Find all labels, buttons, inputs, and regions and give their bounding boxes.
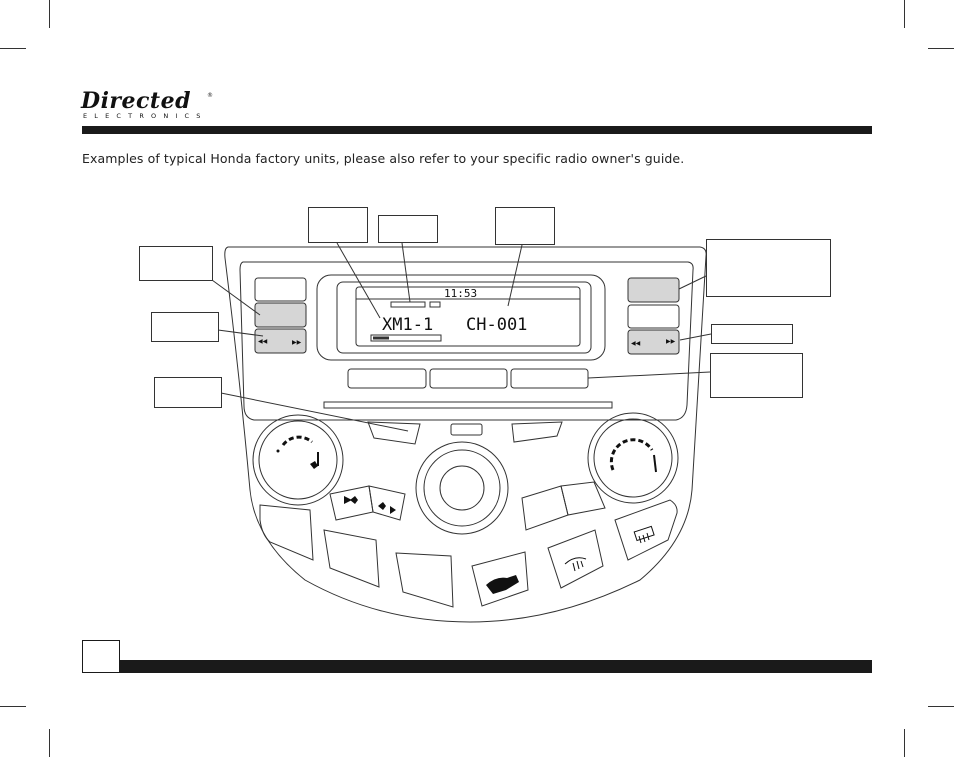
crop-mark [928,706,954,707]
lower-right-button [511,421,563,443]
callout-box [151,312,219,342]
radio-bezel [224,246,707,623]
rear-defrost-icon [633,525,655,542]
car-recirculate-icon [486,575,519,594]
center-volume-knob [439,465,485,511]
lcd-channel-number: CH-001 [466,315,527,335]
page-number-box [82,640,120,673]
crop-mark [0,706,26,707]
leader-line [211,279,261,316]
ac-button-right [560,481,606,516]
logo-subtext: ELECTRONICS [83,112,208,120]
left-knob-scale [281,435,313,446]
front-defrost-button [547,529,604,589]
head-unit-panel [239,261,694,421]
left-temp-knob-outer [252,414,344,506]
crop-mark [904,729,905,757]
callout-box [139,246,213,281]
right-knob-tick [653,454,657,473]
leader-line [336,242,381,319]
lcd-indicator [429,301,441,308]
crop-mark [49,0,50,28]
leader-line [401,242,411,303]
lower-center-button [450,423,483,436]
crop-mark [928,48,954,49]
bottom-button-1 [259,504,314,561]
front-defrost-icon [564,557,587,565]
seek-forward-icon: ▶▶ [666,338,676,345]
fan-up-icon [390,506,396,514]
callout-box [378,215,438,243]
left-knob-dot [276,449,280,453]
intro-text: Examples of typical Honda factory units,… [82,151,685,166]
recirculate-button [471,551,529,607]
leader-line [679,333,712,341]
leader-line [507,244,523,307]
callout-box [154,377,222,408]
right-middle-button [627,304,680,329]
seek-back-icon: ◀◀ [258,338,268,345]
mode-down-button [329,485,374,521]
center-volume-knob-outer [415,441,509,535]
leader-line [217,329,264,337]
directed-logo: Directed ® ELECTRONICS [81,88,221,124]
right-knob-scale [609,438,654,471]
right-temp-knob [593,418,673,498]
bottom-button-3 [395,552,454,608]
footer-rule [82,660,872,673]
lcd-clock: 11:53 [444,287,477,300]
callout-box [710,353,803,398]
left-seek-button [254,328,307,354]
fan-up-icon [378,502,386,510]
preset-button [429,368,508,389]
center-volume-knob-ring [423,449,501,527]
left-mode-button [254,302,307,328]
preset-button [347,368,427,389]
registered-mark: ® [207,92,213,99]
right-top-button [627,277,680,303]
fan-down-icon [344,496,352,504]
rear-defrost-button [614,499,678,561]
bottom-button-2 [323,529,380,588]
display-bezel [336,281,592,354]
preset-button [510,368,589,389]
right-seek-button [627,329,680,355]
lcd-screen [355,286,581,347]
leader-line [220,392,409,432]
crop-mark [0,48,26,49]
callout-box [706,239,831,297]
cd-slot [323,401,613,409]
crop-mark [904,0,905,28]
lcd-indicator [390,301,426,308]
display-housing [316,274,606,361]
leader-line [678,275,707,290]
right-temp-knob-outer [587,412,679,504]
lcd-channel-label: XM1-1 [382,315,433,335]
leader-line [587,371,711,379]
callout-box [711,324,793,344]
mode-up-button [368,485,406,521]
seek-back-icon: ◀◀ [631,340,641,347]
callout-box [308,207,368,243]
logo-wordmark: Directed [81,88,191,114]
lower-left-button [367,421,421,445]
ac-button-left [521,485,569,531]
crop-mark [49,729,50,757]
lcd-signal-bar [370,334,442,342]
fan-speed-icon [310,461,318,469]
seek-forward-icon: ▶▶ [292,339,302,346]
fan-down-icon [350,496,358,504]
header-rule [82,126,872,134]
callout-box [495,207,555,245]
left-temp-knob [258,420,338,500]
left-top-button [254,277,307,302]
